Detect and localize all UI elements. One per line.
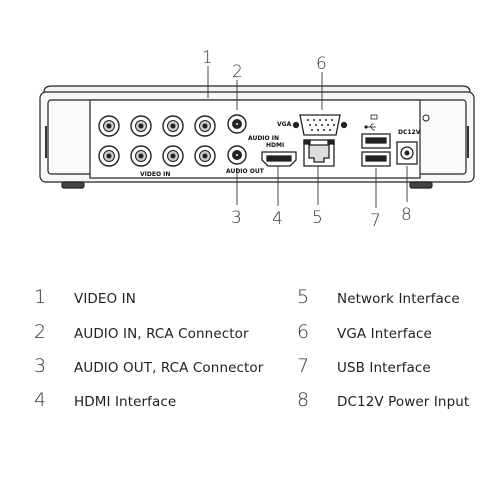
power-indicator xyxy=(370,114,378,120)
vga-connector xyxy=(292,114,348,136)
callout-number-5: 5 xyxy=(312,208,323,228)
legend-number: 4 xyxy=(34,389,47,411)
audio-out-panel-label: AUDIO OUT xyxy=(226,168,265,175)
usb-connectors xyxy=(361,133,391,167)
hdmi-connector xyxy=(261,151,297,167)
legend-item-5: 5 Network Interface xyxy=(297,286,460,308)
bnc-connector xyxy=(194,115,216,137)
callout-number-8: 8 xyxy=(401,205,412,225)
bnc-connector xyxy=(162,115,184,137)
legend-number: 5 xyxy=(297,286,310,308)
dvr-rear-panel-diagram: VIDEO IN AUDIO IN AUDIO OUT VGA HDMI xyxy=(39,48,475,231)
dc-power-connector xyxy=(396,141,418,165)
legend-label: VIDEO IN xyxy=(74,291,136,307)
network-connector xyxy=(303,139,335,167)
callout-number-1: 1 xyxy=(202,48,213,68)
legend-label: VGA Interface xyxy=(337,326,432,342)
bnc-connector xyxy=(98,115,120,137)
callout-number-7: 7 xyxy=(370,211,381,231)
legend-number: 6 xyxy=(297,321,310,343)
hdmi-panel-label: HDMI xyxy=(266,142,284,149)
usb-icon xyxy=(364,123,376,131)
callout-number-2: 2 xyxy=(232,62,243,82)
legend-number: 1 xyxy=(34,286,47,308)
legend: 1 VIDEO IN 2 AUDIO IN, RCA Connector 3 A… xyxy=(0,280,500,420)
legend-item-8: 8 DC12V Power Input xyxy=(297,389,469,411)
legend-item-7: 7 USB Interface xyxy=(297,355,431,377)
bnc-connector xyxy=(98,145,120,167)
audio-in-panel-label: AUDIO IN xyxy=(248,135,279,142)
video-in-panel-label: VIDEO IN xyxy=(140,171,170,178)
legend-label: USB Interface xyxy=(337,360,431,376)
legend-label: AUDIO IN, RCA Connector xyxy=(74,326,249,342)
bnc-connector xyxy=(194,145,216,167)
audio-in-connector xyxy=(227,114,247,134)
legend-item-2: 2 AUDIO IN, RCA Connector xyxy=(34,321,249,343)
legend-label: DC12V Power Input xyxy=(337,394,470,410)
video-in-connectors xyxy=(98,115,216,167)
legend-number: 3 xyxy=(34,355,47,377)
legend-item-3: 3 AUDIO OUT, RCA Connector xyxy=(34,355,263,377)
bnc-connector xyxy=(130,145,152,167)
bnc-connector xyxy=(130,115,152,137)
dc-panel-label: DC12V xyxy=(398,129,421,136)
bnc-connector xyxy=(162,145,184,167)
legend-label: Network Interface xyxy=(337,291,460,307)
callout-number-3: 3 xyxy=(231,208,242,228)
legend-number: 2 xyxy=(34,321,47,343)
callout-number-6: 6 xyxy=(316,54,327,74)
vga-panel-label: VGA xyxy=(277,121,292,128)
legend-label: AUDIO OUT, RCA Connector xyxy=(74,360,264,376)
audio-out-connector xyxy=(227,145,247,165)
legend-label: HDMI Interface xyxy=(74,394,177,410)
legend-number: 8 xyxy=(297,389,310,411)
ground-screw xyxy=(422,114,430,122)
legend-number: 7 xyxy=(297,355,310,377)
callout-number-4: 4 xyxy=(272,209,283,229)
legend-item-1: 1 VIDEO IN xyxy=(34,286,136,308)
callout-lines xyxy=(207,66,408,208)
legend-item-4: 4 HDMI Interface xyxy=(34,389,176,411)
legend-item-6: 6 VGA Interface xyxy=(297,321,432,343)
